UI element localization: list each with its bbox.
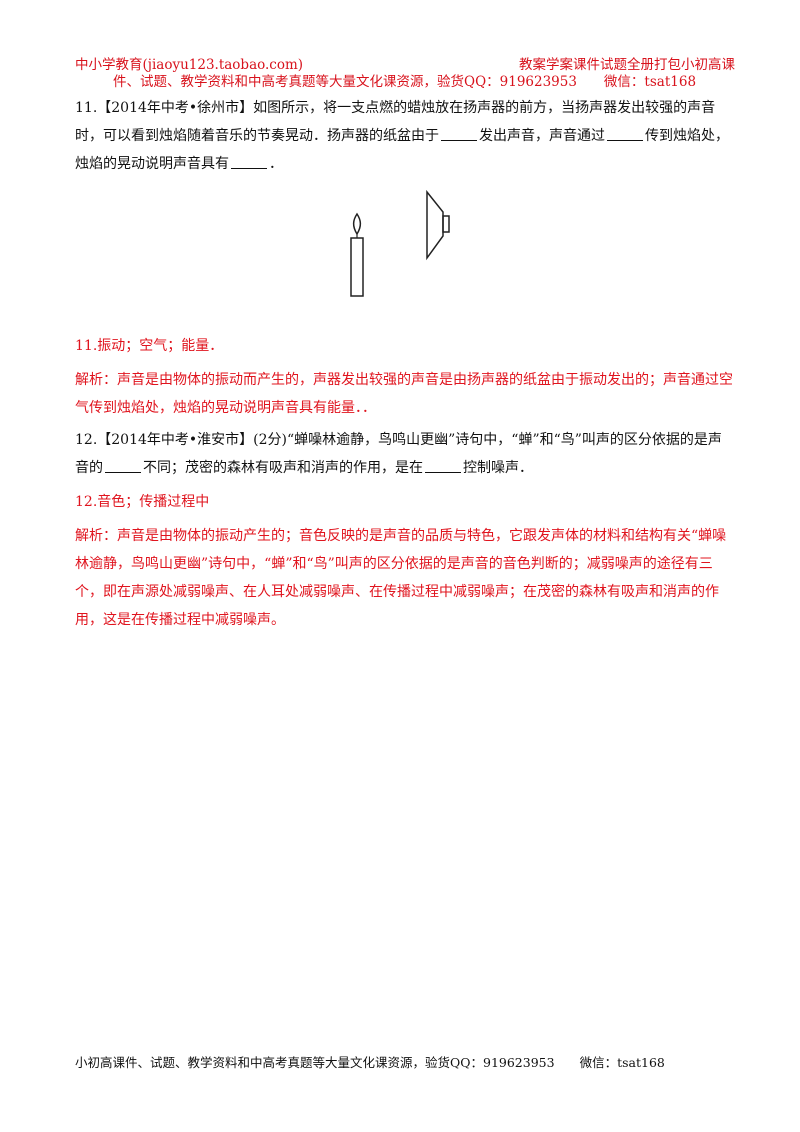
question-11: 11.【2014年中考•徐州市】如图所示，将一支点燃的蜡烛放在扬声器的前方，当扬…	[75, 94, 733, 178]
q12-blank-1	[105, 458, 141, 473]
header-left: 中小学教育(jiaoyu123.taobao.com)	[75, 57, 304, 73]
q11-answer: 11.振动；空气；能量．	[75, 338, 224, 354]
q11-text-b: 发出声音，声音通过	[479, 128, 605, 144]
candle-speaker-figure	[350, 189, 450, 297]
q12-answer: 12.音色；传播过程中	[75, 494, 210, 510]
q11-blank-1	[441, 126, 477, 141]
candle-icon	[350, 212, 364, 297]
q12-text-a: 12.【2014年中考•淮安市】(2分)“蝉噪林逾静，鸟鸣山更幽”诗句中，“蝉”…	[75, 432, 722, 476]
q11-text-d: ．	[269, 156, 283, 172]
speaker-icon	[426, 189, 450, 261]
header-right: 教案学案课件试题全册打包小初高课	[519, 57, 735, 73]
question-12: 12.【2014年中考•淮安市】(2分)“蝉噪林逾静，鸟鸣山更幽”诗句中，“蝉”…	[75, 426, 733, 482]
q12-analysis: 解析：声音是由物体的振动产生的；音色反映的是声音的品质与特色，它跟发声体的材料和…	[75, 528, 727, 628]
q11-text-c: 传到烛焰处，烛焰的晃动说明声音具有	[75, 128, 729, 172]
q12-blank-2	[425, 458, 461, 473]
q11-text-a: 11.【2014年中考•徐州市】如图所示，将一支点燃的蜡烛放在扬声器的前方，当扬…	[75, 100, 716, 144]
q12-text-c: 控制噪声．	[463, 460, 533, 476]
header-line2: 件、试题、教学资料和中高考真题等大量文化课资源，验货QQ：919623953 微…	[113, 74, 697, 90]
q11-blank-3	[231, 154, 267, 169]
q11-blank-2	[607, 126, 643, 141]
q12-text-b: 不同；茂密的森林有吸声和消声的作用，是在	[143, 460, 423, 476]
q11-analysis: 解析：声音是由物体的振动而产生的，声器发出较强的声音是由扬声器的纸盆由于振动发出…	[75, 372, 733, 416]
page-header: 中小学教育(jiaoyu123.taobao.com) 教案学案课件试题全册打包…	[75, 57, 735, 91]
page-footer: 小初高课件、试题、教学资料和中高考真题等大量文化课资源，验货QQ：9196239…	[75, 1055, 665, 1070]
